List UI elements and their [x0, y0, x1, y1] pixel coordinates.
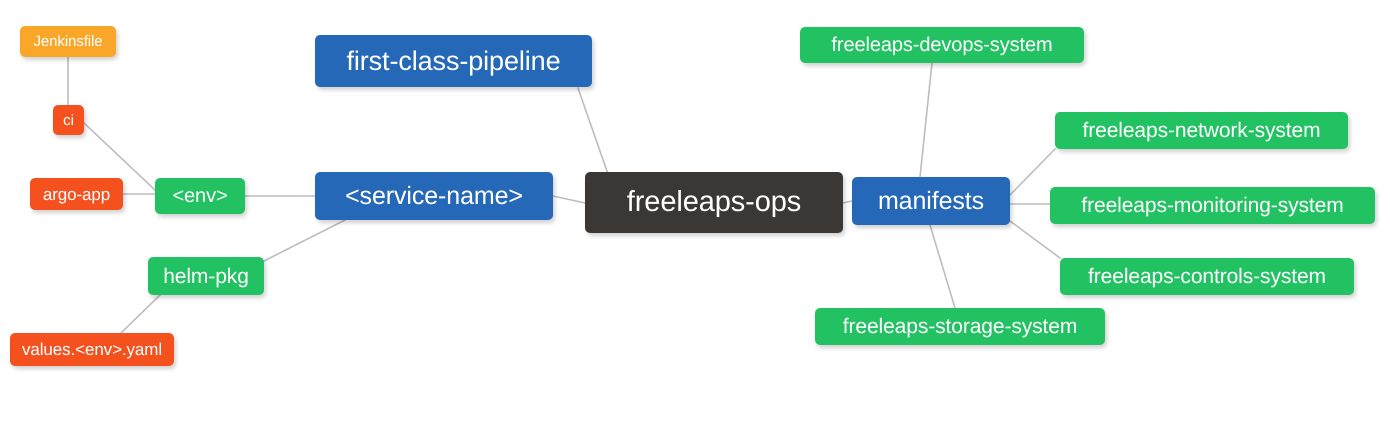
node-label-freeleaps-network-system: freeleaps-network-system	[1082, 119, 1321, 142]
node-freeleaps-network-system[interactable]: freeleaps-network-system	[1055, 112, 1348, 149]
node-first-class-pipeline[interactable]: first-class-pipeline	[315, 35, 592, 87]
node-env[interactable]: <env>	[155, 178, 245, 214]
node-freeleaps-ops[interactable]: freeleaps-ops	[585, 172, 843, 233]
node-jenkinsfile[interactable]: Jenkinsfile	[20, 26, 116, 57]
node-manifests[interactable]: manifests	[852, 177, 1010, 225]
edge-manifests-to-freeleaps-storage-system	[929, 224, 956, 309]
node-label-service-name: <service-name>	[345, 181, 523, 210]
node-values-env-yaml[interactable]: values.<env>.yaml	[10, 333, 174, 366]
edge-freeleaps-ops-to-first-class-pipeline	[577, 87, 609, 175]
node-label-freeleaps-storage-system: freeleaps-storage-system	[842, 315, 1078, 338]
node-label-env: <env>	[172, 185, 228, 207]
node-freeleaps-storage-system[interactable]: freeleaps-storage-system	[815, 308, 1105, 345]
edge-freeleaps-ops-to-manifests	[842, 200, 853, 204]
node-label-values-env-yaml: values.<env>.yaml	[21, 340, 163, 359]
node-label-argo-app: argo-app	[42, 184, 111, 204]
node-argo-app[interactable]: argo-app	[30, 178, 123, 210]
edge-freeleaps-ops-to-service-name	[552, 195, 586, 204]
node-label-freeleaps-ops: freeleaps-ops	[626, 186, 802, 218]
node-helm-pkg[interactable]: helm-pkg	[148, 257, 264, 295]
node-label-first-class-pipeline: first-class-pipeline	[346, 45, 561, 76]
node-ci[interactable]: ci	[53, 105, 84, 135]
edge-manifests-to-freeleaps-devops-system	[919, 62, 933, 178]
node-label-freeleaps-controls-system: freeleaps-controls-system	[1088, 265, 1326, 288]
node-label-freeleaps-monitoring-system: freeleaps-monitoring-system	[1081, 194, 1344, 217]
node-label-manifests: manifests	[877, 186, 985, 215]
edge-manifests-to-freeleaps-controls-system	[1009, 220, 1061, 259]
edge-helm-pkg-to-values-env-yaml	[119, 294, 161, 335]
node-label-helm-pkg: helm-pkg	[163, 264, 249, 288]
node-freeleaps-monitoring-system[interactable]: freeleaps-monitoring-system	[1050, 187, 1375, 224]
node-label-freeleaps-devops-system: freeleaps-devops-system	[831, 34, 1053, 56]
edge-manifests-to-freeleaps-network-system	[1009, 148, 1056, 196]
node-freeleaps-controls-system[interactable]: freeleaps-controls-system	[1060, 258, 1354, 295]
edge-service-name-to-helm-pkg	[263, 219, 346, 262]
node-label-jenkinsfile: Jenkinsfile	[33, 33, 103, 50]
node-label-ci: ci	[63, 111, 74, 129]
node-service-name[interactable]: <service-name>	[315, 172, 553, 220]
node-freeleaps-devops-system[interactable]: freeleaps-devops-system	[800, 27, 1084, 63]
